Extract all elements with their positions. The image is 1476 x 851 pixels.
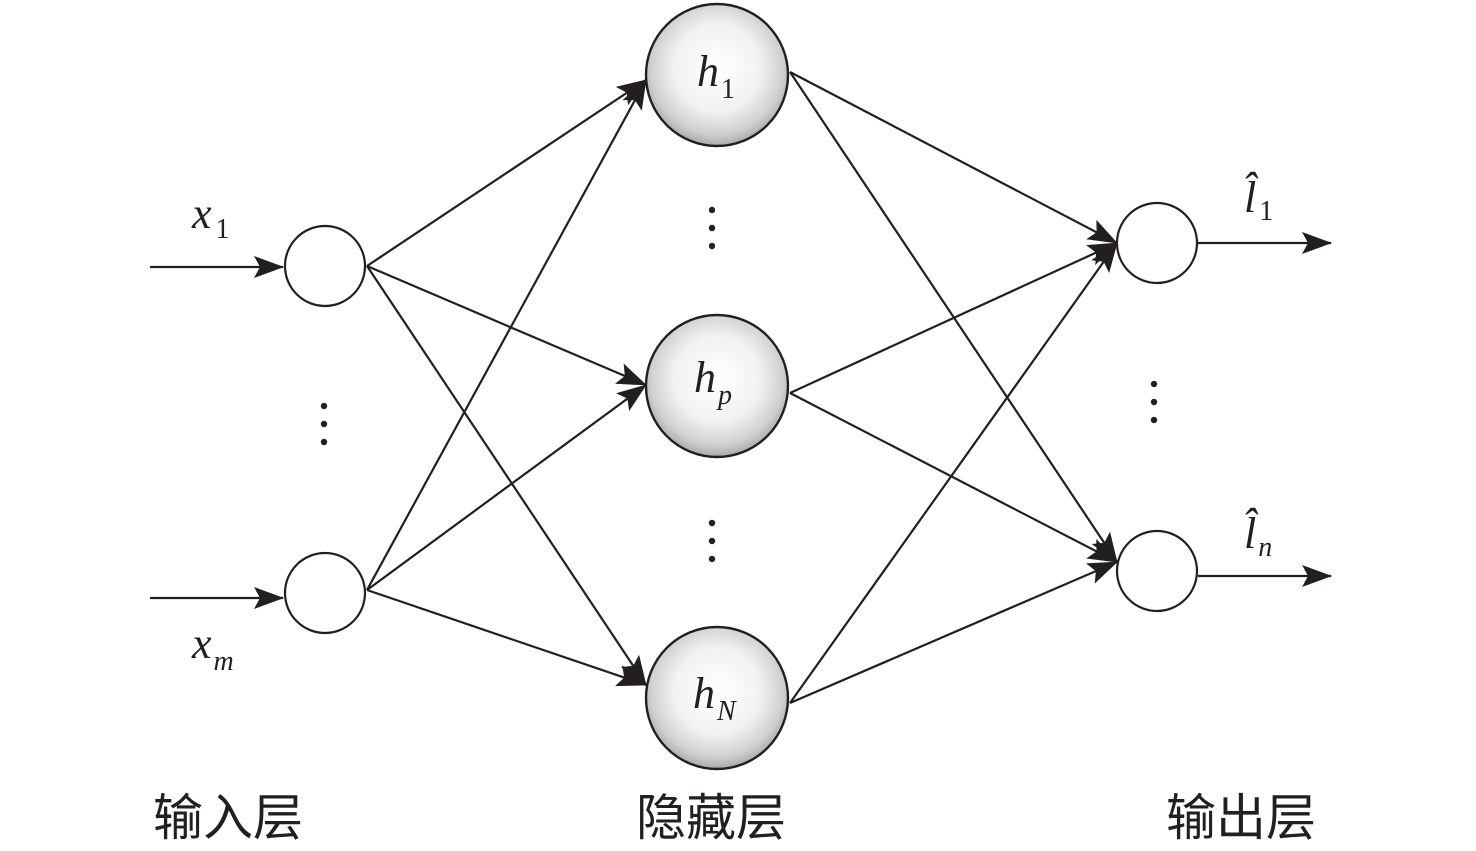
hidden-node-labels: h1 hp hN [693,47,737,727]
output-ellipsis [1150,380,1158,424]
hidden-label-N: hN [693,669,737,727]
output-node-n [1115,529,1199,613]
connection-hN-ln [789,560,1118,705]
hidden-ellipsis-lower [708,519,716,563]
input-ellipsis [320,402,328,446]
output-nodes [1115,201,1199,613]
connection-h1-l1 [789,71,1118,244]
hidden-label-p: hp [694,353,732,411]
input-node-1 [283,224,367,308]
connection-hp-l1 [789,242,1118,394]
output-layer-label: 输出层 [1166,789,1316,847]
output-variable-labels: l̂1 l̂n [1244,172,1273,563]
connection-hN-l1 [789,242,1118,704]
connection-x1-hN [366,265,647,686]
input-node-m [283,551,367,635]
hidden-output-connections [789,71,1118,705]
ellipsis-marks [320,206,1158,563]
connection-xm-hN [366,588,647,687]
connection-hp-ln [789,392,1118,563]
connection-xm-h1 [366,79,647,591]
output-arrows [1198,232,1332,587]
output-label-n: l̂n [1244,508,1272,563]
layer-labels: 输入层 隐藏层 输出层 [153,789,1316,847]
hidden-ellipsis-upper [708,206,716,250]
hidden-node-N [644,625,790,771]
connection-x1-hp [366,264,647,387]
hidden-node-p [644,313,790,459]
input-arrows [150,256,284,609]
output-node-1 [1115,201,1199,285]
hidden-nodes [644,2,790,771]
input-label-m: xm [191,619,234,677]
output-label-1: l̂1 [1244,172,1273,227]
input-hidden-connections [366,79,647,687]
input-nodes [283,224,367,635]
hidden-node-1 [644,2,790,148]
hidden-layer-label: 隐藏层 [636,789,786,847]
hidden-label-1: h1 [697,47,735,105]
input-layer-label: 输入层 [153,789,303,847]
connection-xm-hp [366,384,647,591]
connection-x1-h1 [366,79,647,267]
